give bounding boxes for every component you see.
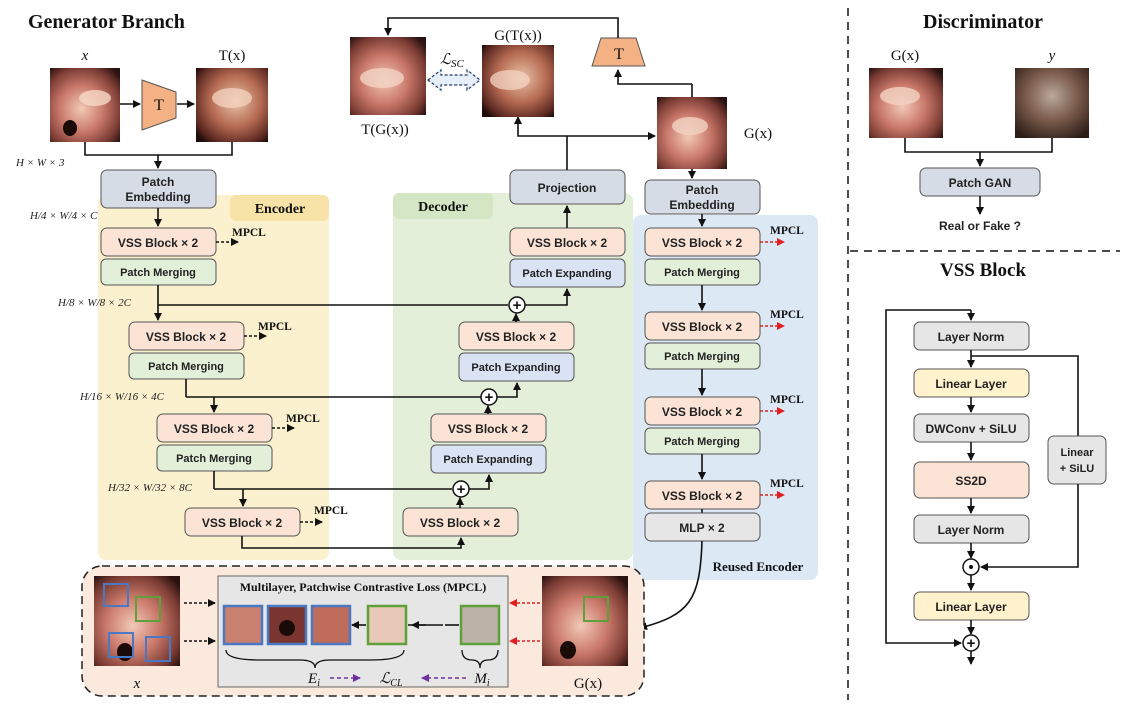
- input-x-label: x: [81, 48, 89, 64]
- disc-y-label: y: [1047, 48, 1056, 64]
- svg-text:VSS Block × 2: VSS Block × 2: [202, 516, 283, 530]
- svg-text:+: +: [457, 481, 466, 498]
- ei-brace: [225, 649, 405, 669]
- svg-text:+: +: [513, 297, 522, 314]
- encoder-mpcl-3: MPCL: [286, 413, 320, 425]
- svg-text:Patch Merging: Patch Merging: [148, 361, 224, 373]
- ei-label: Ei: [307, 671, 320, 689]
- mpcl-inner-panel: [217, 575, 509, 688]
- disc-gx-label: G(x): [891, 48, 919, 64]
- svg-text:Patch: Patch: [142, 175, 175, 189]
- dim-label-3: H/16 × W/16 × 4C: [79, 391, 165, 403]
- vss-ss2d-label: SS2D: [955, 474, 987, 488]
- svg-text:Patch Expanding: Patch Expanding: [522, 268, 611, 280]
- vss-layer-norm-2-label: Layer Norm: [938, 523, 1005, 537]
- t-transform-box: [141, 79, 177, 131]
- svg-text:VSS Block × 2: VSS Block × 2: [146, 330, 227, 344]
- svg-text:VSS Block × 2: VSS Block × 2: [420, 516, 501, 530]
- decoder-label: Decoder: [418, 200, 468, 215]
- vss-linear-2-label: Linear Layer: [935, 600, 1007, 614]
- vss-layer-norm-1-label: Layer Norm: [938, 330, 1005, 344]
- svg-text:+ SiLU: + SiLU: [1060, 463, 1095, 475]
- svg-text:Patch Merging: Patch Merging: [664, 351, 740, 363]
- svg-text:VSS Block × 2: VSS Block × 2: [662, 236, 743, 250]
- dim-label-4: H/32 × W/32 × 8C: [107, 482, 193, 494]
- svg-text:Patch Merging: Patch Merging: [664, 267, 740, 279]
- svg-text:Patch Merging: Patch Merging: [664, 436, 740, 448]
- reused-mpcl-2: MPCL: [770, 309, 804, 321]
- decoder-expanding-1: [509, 258, 626, 288]
- svg-text:Embedding: Embedding: [669, 198, 734, 212]
- discriminator-title: Discriminator: [923, 11, 1043, 33]
- input-image-x: [50, 68, 120, 142]
- decoder-expanding-3: [430, 444, 547, 474]
- t-transform-top: [591, 37, 646, 67]
- mlp-label: MLP × 2: [679, 521, 725, 535]
- encoder-tab: [230, 195, 329, 221]
- transformed-tx-label: T(x): [219, 48, 246, 64]
- disc-image-y: [1015, 68, 1089, 138]
- svg-text:VSS Block × 2: VSS Block × 2: [174, 422, 255, 436]
- contrastive-gx-label: G(x): [574, 676, 602, 692]
- svg-text:VSS Block × 2: VSS Block × 2: [662, 320, 743, 334]
- reused-mpcl-1: MPCL: [770, 225, 804, 237]
- sc-loss-label: ℒSC: [440, 52, 464, 70]
- svg-text:Patch Expanding: Patch Expanding: [471, 362, 560, 374]
- svg-text:VSS Block × 2: VSS Block × 2: [476, 330, 557, 344]
- gx-label: G(x): [744, 126, 772, 142]
- mi-label: Mi: [473, 671, 490, 689]
- reused-mpcl-3: MPCL: [770, 394, 804, 406]
- input-image-lumen: [63, 120, 77, 136]
- svg-text:T: T: [614, 46, 624, 63]
- svg-text:Patch: Patch: [686, 183, 719, 197]
- reused-mpcl-4: MPCL: [770, 478, 804, 490]
- svg-text:Patch Expanding: Patch Expanding: [443, 454, 532, 466]
- vss-side-branch: [1047, 435, 1107, 485]
- encoder-mpcl-2: MPCL: [258, 321, 292, 333]
- encoder-mpcl-1: MPCL: [232, 227, 266, 239]
- contrastive-x-label: x: [133, 676, 141, 692]
- encoder-label: Encoder: [255, 202, 306, 217]
- projection-label: Projection: [538, 181, 597, 195]
- svg-text:+: +: [967, 635, 976, 652]
- svg-text:Patch Merging: Patch Merging: [176, 453, 252, 465]
- mi-brace: [461, 649, 499, 669]
- svg-text:VSS Block × 2: VSS Block × 2: [662, 489, 743, 503]
- vss-linear-1-label: Linear Layer: [935, 377, 1007, 391]
- svg-text:Patch Merging: Patch Merging: [120, 267, 196, 279]
- patch-gan-label: Patch GAN: [949, 176, 1012, 190]
- gtx-label: G(T(x)): [494, 28, 541, 44]
- svg-text:VSS Block × 2: VSS Block × 2: [448, 422, 529, 436]
- svg-text:+: +: [485, 389, 494, 406]
- decoder-tab: [393, 193, 493, 219]
- encoder-mpcl-4: MPCL: [314, 505, 348, 517]
- svg-text:VSS Block × 2: VSS Block × 2: [662, 405, 743, 419]
- sc-loss-arrow: [427, 68, 481, 92]
- tgx-label: T(G(x)): [361, 122, 408, 138]
- dim-label-2: H/8 × W/8 × 2C: [57, 297, 132, 309]
- decoder-expanding-2: [458, 352, 575, 382]
- mlp-box: [644, 512, 761, 542]
- svg-text:VSS Block × 2: VSS Block × 2: [527, 236, 608, 250]
- input-shape-label: H × W × 3: [15, 157, 65, 169]
- patch-pos: [366, 604, 408, 646]
- real-or-fake-label: Real or Fake ?: [939, 219, 1021, 233]
- patch-query: [459, 604, 501, 646]
- vss-dwconv-label: DWConv + SiLU: [925, 422, 1016, 436]
- svg-text:Embedding: Embedding: [125, 190, 190, 204]
- t-transform-label: T: [154, 97, 164, 114]
- mpcl-title: Multilayer, Patchwise Contrastive Loss (…: [240, 580, 487, 594]
- svg-text:Linear: Linear: [1060, 447, 1094, 459]
- dim-label-1: H/4 × W/4 × C: [29, 210, 98, 222]
- svg-text:VSS Block × 2: VSS Block × 2: [118, 236, 199, 250]
- vss-block-title: VSS Block: [940, 260, 1026, 281]
- input-image-polyp: [79, 90, 111, 106]
- patch-e1: [222, 604, 264, 646]
- reused-encoder-label: Reused Encoder: [713, 559, 804, 574]
- generator-title: Generator Branch: [28, 11, 185, 33]
- patch-e3: [310, 604, 352, 646]
